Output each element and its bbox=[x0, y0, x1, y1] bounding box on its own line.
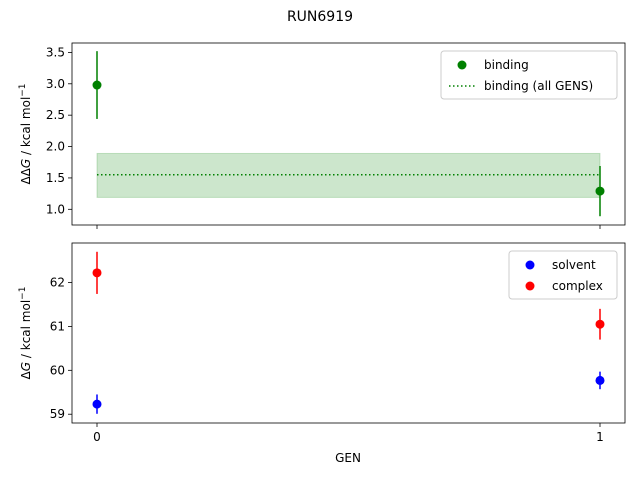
y-axis-label: ΔG / kcal mol−1 bbox=[18, 287, 33, 380]
data-point bbox=[92, 399, 102, 409]
legend-label: binding bbox=[484, 58, 529, 72]
data-point bbox=[595, 319, 605, 329]
y-axis-label: ΔΔG / kcal mol−1 bbox=[18, 83, 33, 184]
y-tick-label: 2.0 bbox=[46, 140, 65, 154]
legend bbox=[440, 50, 618, 100]
plot-frame bbox=[71, 42, 626, 226]
legend-label: solvent bbox=[552, 258, 596, 272]
y-tick-label: 3.0 bbox=[46, 77, 65, 91]
legend-label: complex bbox=[552, 279, 603, 293]
y-tick-label: 2.5 bbox=[46, 108, 65, 122]
legend-marker bbox=[525, 281, 535, 291]
chart-title: RUN6919 bbox=[287, 9, 353, 25]
data-point bbox=[92, 80, 102, 90]
legend-marker bbox=[457, 60, 467, 70]
data-point bbox=[595, 375, 605, 385]
y-tick-label: 1.0 bbox=[46, 202, 65, 216]
x-axis-label: GEN bbox=[335, 451, 361, 465]
legend-marker bbox=[525, 260, 535, 270]
y-tick-label: 60 bbox=[50, 363, 65, 377]
data-point bbox=[595, 186, 605, 196]
bottom-panel: 59 60 61 62 0 1 ΔG / kcal mol−1 solvent complex bbox=[18, 242, 626, 444]
data-point bbox=[92, 268, 102, 278]
x-tick-label: 1 bbox=[596, 430, 604, 444]
legend-label: binding (all GENS) bbox=[484, 79, 593, 93]
plot-frame bbox=[71, 242, 626, 424]
y-tick-label: 59 bbox=[50, 407, 65, 421]
y-tick-label: 62 bbox=[50, 276, 65, 290]
y-tick-label: 1.5 bbox=[46, 171, 65, 185]
legend bbox=[508, 250, 618, 300]
y-tick-label: 3.5 bbox=[46, 45, 65, 59]
x-tick-label: 0 bbox=[93, 430, 101, 444]
confidence-band bbox=[96, 152, 601, 198]
y-tick-label: 61 bbox=[50, 319, 65, 333]
